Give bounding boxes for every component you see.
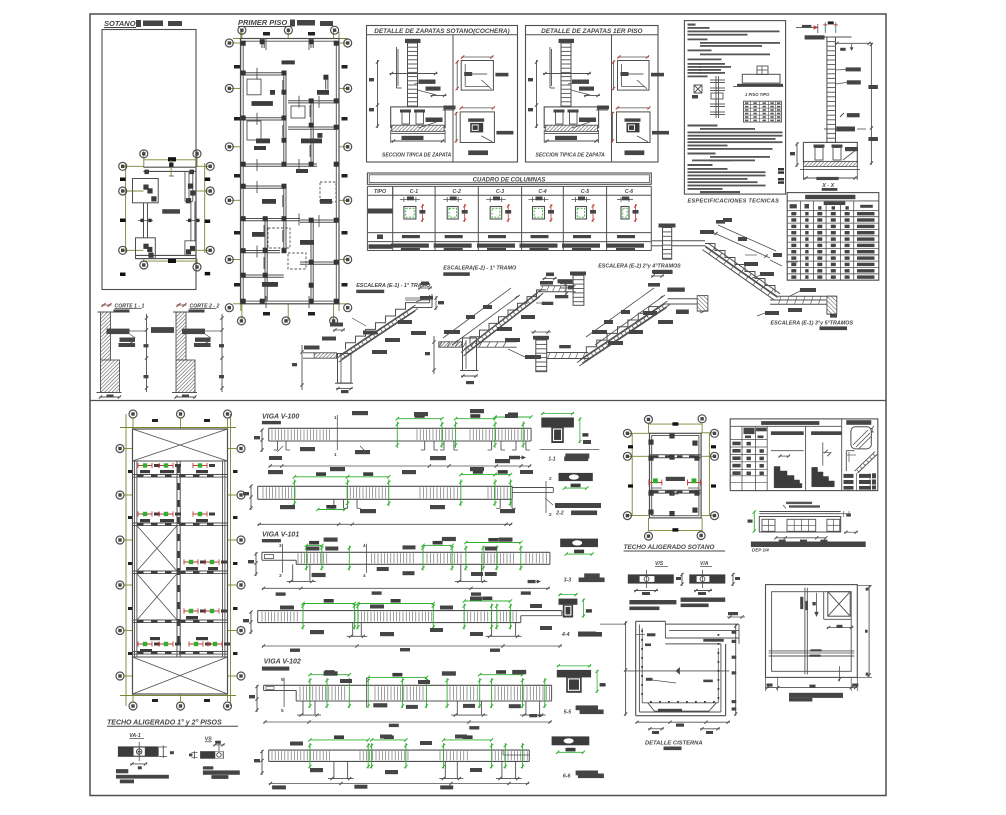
svg-text:2: 2 <box>549 512 552 517</box>
svg-text:1: 1 <box>334 452 337 457</box>
svg-text:TIPO: TIPO <box>374 189 386 195</box>
svg-text:X - X: X - X <box>821 183 834 189</box>
svg-text:TECHO ALIGERADO 1° y 2° PISOS: TECHO ALIGERADO 1° y 2° PISOS <box>107 719 222 727</box>
svg-text:C-3: C-3 <box>496 189 504 195</box>
svg-text:SOTANO: SOTANO <box>104 19 136 28</box>
svg-text:3: 3 <box>279 573 282 578</box>
svg-text:C-6: C-6 <box>625 189 633 195</box>
svg-text:ESCALERA(E-2) - 1° TRAMO: ESCALERA(E-2) - 1° TRAMO <box>443 266 517 272</box>
svg-text:2: 2 <box>549 476 552 481</box>
svg-text:ESCALERA (E-2) 2°y 4°TRAMOS: ESCALERA (E-2) 2°y 4°TRAMOS <box>598 264 681 270</box>
svg-text:1-1: 1-1 <box>548 457 556 463</box>
svg-text:VA-1: VA-1 <box>129 733 141 739</box>
svg-text:C-4: C-4 <box>538 189 546 195</box>
svg-text:ESPECIFICACIONES TECNICAS: ESPECIFICACIONES TECNICAS <box>688 199 780 205</box>
svg-text:TECHO ALIGERADO SOTANO: TECHO ALIGERADO SOTANO <box>624 544 715 551</box>
svg-text:DETALLE CISTERNA: DETALLE CISTERNA <box>645 741 703 747</box>
svg-text:3: 3 <box>279 543 282 548</box>
svg-text:C-1: C-1 <box>410 189 418 195</box>
svg-text:3-3: 3-3 <box>564 578 572 584</box>
svg-text:CUADRO DE COLUMNAS: CUADRO DE COLUMNAS <box>473 177 546 183</box>
svg-text:5: 5 <box>281 677 284 682</box>
svg-text:1: 1 <box>334 415 337 420</box>
svg-text:SECCION TIPICA DE ZAPATA: SECCION TIPICA DE ZAPATA <box>382 153 452 159</box>
svg-text:1 PISO TIPO: 1 PISO TIPO <box>745 92 770 97</box>
svg-text:4: 4 <box>363 543 366 548</box>
svg-text:4-4: 4-4 <box>561 632 570 638</box>
svg-text:DETALLE DE ZAPATAS 1ER PISO: DETALLE DE ZAPATAS 1ER PISO <box>541 28 642 35</box>
svg-text:VS: VS <box>205 736 212 742</box>
svg-text:2-2: 2-2 <box>555 511 564 517</box>
svg-text:VIGA V-100: VIGA V-100 <box>262 414 299 421</box>
svg-text:DETALLE DE ZAPATAS SOTANO(COCH: DETALLE DE ZAPATAS SOTANO(COCHERA) <box>374 28 509 35</box>
svg-text:4: 4 <box>363 573 366 578</box>
svg-text:VIGA V-102: VIGA V-102 <box>264 659 301 666</box>
svg-text:CORTE 1 - 1: CORTE 1 - 1 <box>115 304 145 310</box>
svg-text:CORTE 2 - 2: CORTE 2 - 2 <box>190 304 220 310</box>
svg-text:DEP 1/4: DEP 1/4 <box>752 548 769 553</box>
svg-text:SECCION TIPICA DE ZAPATA: SECCION TIPICA DE ZAPATA <box>536 153 606 159</box>
svg-text:PRIMER PISO: PRIMER PISO <box>238 18 287 27</box>
svg-text:V/S: V/S <box>655 561 664 567</box>
svg-text:VIGA V-101: VIGA V-101 <box>262 532 299 539</box>
svg-text:C-5: C-5 <box>581 189 589 195</box>
svg-text:C-2: C-2 <box>453 189 461 195</box>
svg-text:ESCALERA (E-1) 3°y 5°TRAMOS: ESCALERA (E-1) 3°y 5°TRAMOS <box>771 321 854 327</box>
svg-text:V/A: V/A <box>700 561 709 567</box>
svg-text:ESCALERA (E-1) - 1° TRAMO: ESCALERA (E-1) - 1° TRAMO <box>356 283 431 289</box>
svg-text:6-6: 6-6 <box>563 774 571 780</box>
svg-text:5: 5 <box>281 708 284 713</box>
svg-text:5-5: 5-5 <box>564 710 572 716</box>
